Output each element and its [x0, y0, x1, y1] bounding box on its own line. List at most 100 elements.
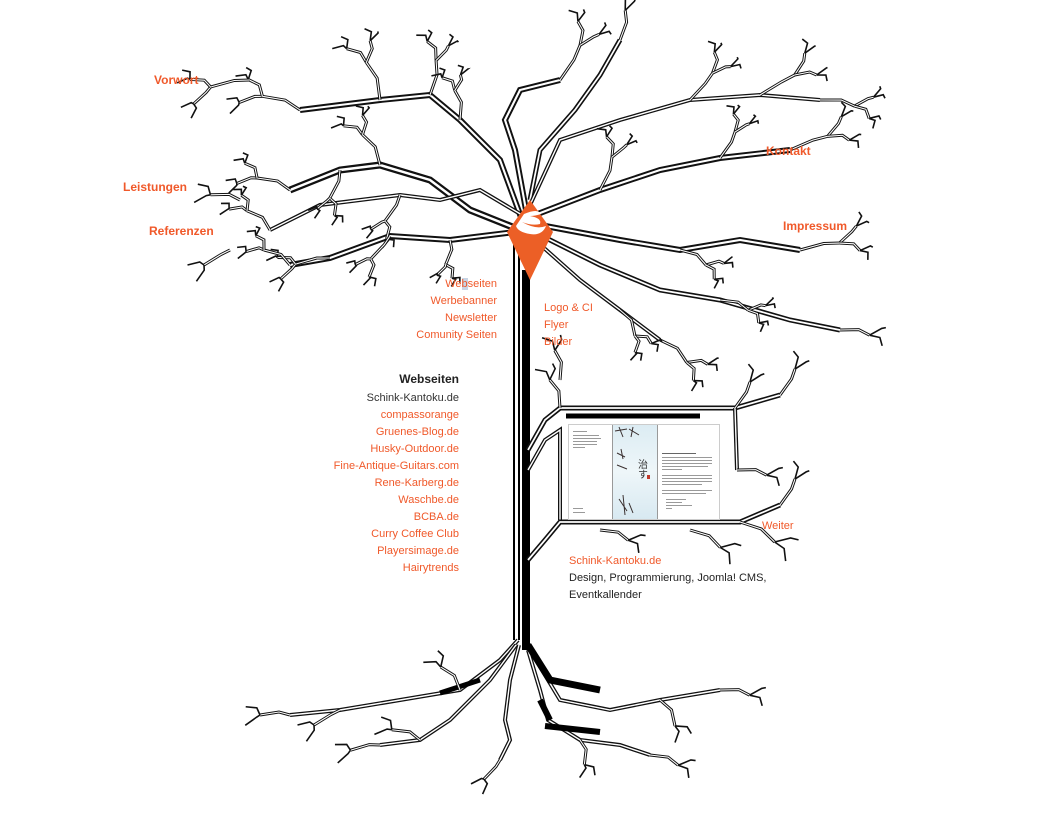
- twig: [624, 0, 636, 12]
- branch-highlight: [384, 194, 401, 222]
- twig: [336, 115, 346, 126]
- twig: [228, 183, 238, 194]
- twig: [437, 650, 445, 668]
- branch-highlight: [346, 48, 367, 63]
- submenu-item-newsletter[interactable]: Newsletter: [445, 312, 497, 324]
- project-description: Design, Programmierung, Joomla! CMS, Eve…: [569, 572, 767, 601]
- branch-highlight: [244, 162, 258, 179]
- website-link[interactable]: Fine-Antique-Guitars.com: [333, 460, 459, 472]
- twig: [226, 96, 240, 103]
- nav-impressum[interactable]: Impressum: [783, 219, 848, 233]
- twig: [549, 363, 557, 381]
- submenu-right: Logo & CI Flyer Bilder: [544, 300, 593, 351]
- twig: [235, 73, 249, 80]
- twig: [840, 101, 847, 117]
- twig: [439, 665, 462, 691]
- branch-highlight: [739, 521, 776, 543]
- twig: [431, 72, 443, 78]
- branch-highlight: [241, 194, 249, 211]
- website-link[interactable]: compassorange: [380, 409, 459, 421]
- project-details: Schink-Kantoku.de Design, Programmierung…: [569, 553, 779, 604]
- twig: [245, 705, 261, 716]
- twig: [689, 528, 722, 549]
- twig: [626, 133, 634, 146]
- branch-highlight: [734, 123, 750, 133]
- submenu-item-logo-ci[interactable]: Logo & CI: [544, 302, 593, 314]
- branch-highlight: [329, 197, 337, 216]
- branch-highlight: [606, 136, 614, 158]
- nav-referenzen[interactable]: Referenzen: [149, 224, 214, 238]
- branch-highlight: [686, 359, 709, 365]
- submenu-item-bilder[interactable]: Bilder: [544, 336, 573, 348]
- twig: [766, 466, 784, 476]
- project-thumbnail[interactable]: 治す: [568, 424, 720, 520]
- twig: [766, 474, 780, 487]
- branch-highlight: [779, 368, 796, 396]
- next-project-link[interactable]: Weiter: [762, 520, 794, 532]
- branch-highlight: [370, 235, 391, 260]
- branch-highlight: [719, 131, 736, 159]
- twig: [265, 255, 278, 262]
- twig: [541, 336, 556, 351]
- branch-highlight: [441, 77, 456, 91]
- twig: [804, 44, 816, 54]
- twig: [758, 322, 765, 333]
- website-link[interactable]: Rene-Karberg.de: [374, 477, 459, 489]
- twig: [749, 119, 760, 125]
- website-link[interactable]: Curry Coffee Club: [371, 528, 459, 540]
- branch-highlight: [779, 478, 796, 506]
- branch-highlight: [193, 86, 212, 105]
- twig: [577, 9, 586, 22]
- branch-highlight: [255, 235, 265, 251]
- submenu-item-comunity-seiten[interactable]: Comunity Seiten: [416, 329, 497, 341]
- branch-highlight: [246, 210, 271, 231]
- submenu-item-webseiten[interactable]: Webseiten: [416, 276, 497, 293]
- twig: [816, 66, 828, 76]
- website-link[interactable]: Waschbe.de: [398, 494, 459, 506]
- website-link[interactable]: Gruenes-Blog.de: [375, 426, 459, 438]
- branch-highlight: [705, 264, 715, 280]
- project-title-link[interactable]: Schink-Kantoku.de: [569, 555, 662, 567]
- nav-leistungen[interactable]: Leistungen: [123, 180, 188, 194]
- branch-highlight: [789, 135, 828, 151]
- branch-highlight: [289, 230, 516, 267]
- twig: [426, 29, 433, 42]
- branch-highlight: [365, 40, 373, 63]
- twig: [792, 350, 800, 370]
- branch-highlight: [210, 79, 251, 88]
- branch-highlight: [827, 134, 850, 141]
- twig: [554, 334, 563, 351]
- website-link[interactable]: BCBA.de: [413, 511, 459, 523]
- twig: [819, 98, 856, 108]
- website-link[interactable]: Hairytrends: [402, 562, 459, 574]
- branch-highlight: [529, 39, 621, 201]
- branch-highlight: [210, 193, 241, 201]
- nav-vorwort[interactable]: Vorwort: [154, 73, 199, 87]
- logo-icon[interactable]: [507, 200, 553, 280]
- label-part: We: [445, 278, 462, 290]
- nav-kontakt[interactable]: Kontakt: [766, 144, 811, 158]
- branch-highlight: [350, 744, 381, 751]
- websites-current-item: Schink-Kantoku.de: [366, 392, 459, 404]
- twig: [707, 357, 719, 365]
- website-link[interactable]: Playersimage.de: [377, 545, 459, 557]
- twig: [435, 274, 442, 284]
- branch-highlight: [295, 257, 331, 265]
- branch-highlight: [257, 177, 291, 191]
- twig: [297, 721, 315, 726]
- branch-highlight: [839, 329, 870, 336]
- twig: [596, 127, 608, 137]
- branch-highlight: [705, 260, 725, 266]
- submenu-item-werbebanner[interactable]: Werbebanner: [430, 295, 497, 307]
- branch-highlight: [445, 239, 453, 265]
- branch-highlight: [527, 428, 561, 520]
- branch-highlight: [329, 169, 341, 199]
- twig: [859, 249, 869, 260]
- twig: [693, 379, 704, 388]
- website-link[interactable]: Husky-Outdoor.de: [370, 443, 459, 455]
- thumbnail-glyph: 治す: [636, 458, 648, 479]
- twig: [720, 542, 742, 549]
- submenu-item-flyer[interactable]: Flyer: [544, 319, 569, 331]
- twig: [233, 157, 246, 164]
